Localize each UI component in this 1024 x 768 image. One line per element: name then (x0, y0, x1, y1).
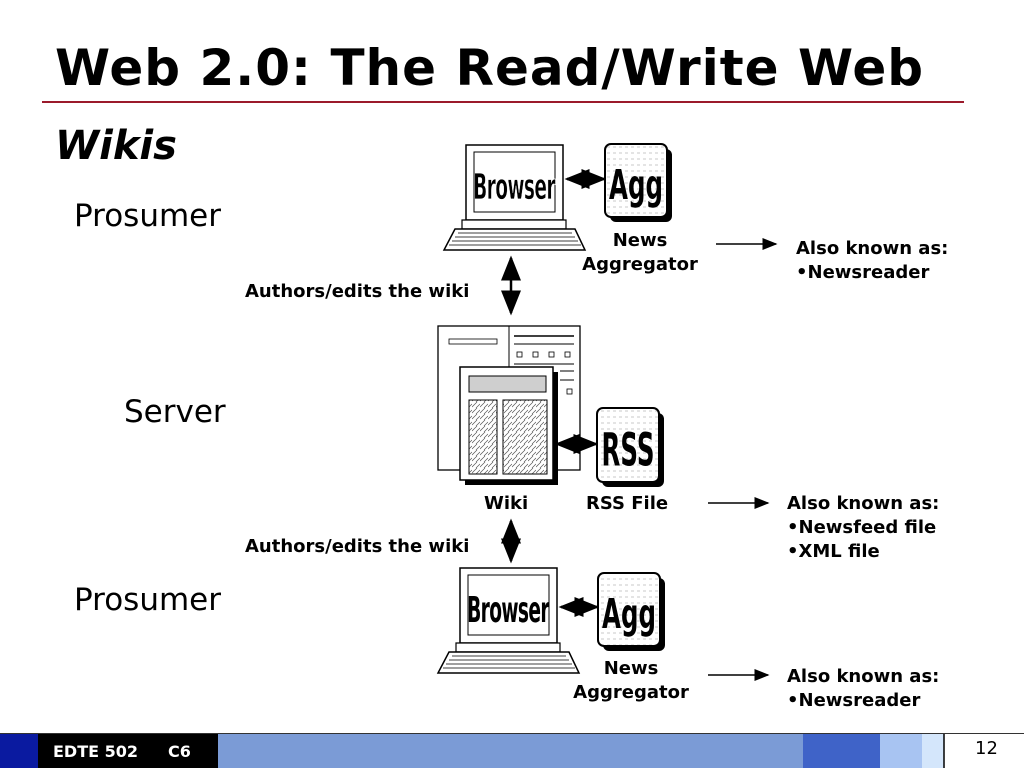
authors-edits-top: Authors/edits the wiki (245, 281, 470, 302)
authors-edits-bottom: Authors/edits the wiki (245, 536, 470, 557)
wiki-caption: Wiki (484, 493, 529, 514)
bottom-agg-caption: News Aggregator (566, 657, 696, 705)
footer-course-name: EDTE 502 (53, 742, 139, 761)
rss-file-caption: RSS File (586, 493, 669, 514)
aka-bottom: Also known as: •Newsreader (787, 665, 939, 713)
footer-course: EDTE 502 C6 (53, 742, 191, 762)
top-browser-label: Browser (473, 165, 556, 208)
top-agg-caption-line1: News (612, 230, 668, 251)
aka-bottom-heading: Also known as: (787, 666, 940, 687)
top-agg-caption: News Aggregator (575, 229, 705, 277)
bottom-agg-caption-line2: Aggregator (573, 682, 689, 703)
wiki-server-icon (437, 325, 581, 485)
aka-middle-heading: Also known as: (787, 493, 940, 514)
role-label-middle: Server (124, 394, 226, 430)
aka-middle-item-1: •Newsfeed file (787, 517, 937, 538)
rss-icon-label: RSS (601, 423, 654, 476)
top-agg-label: Agg (609, 161, 663, 208)
slide-title: Web 2.0: The Read/Write Web (55, 39, 925, 97)
top-laptop-icon: Browser (442, 144, 587, 251)
aka-top: Also known as: •Newsreader (796, 237, 948, 285)
top-agg-icon: Agg (604, 143, 672, 222)
aka-top-heading: Also known as: (796, 238, 949, 259)
bottom-browser-label: Browser (467, 588, 550, 631)
footer-course-code: C6 (168, 742, 191, 761)
footer-bar (0, 734, 1024, 768)
aka-middle: Also known as: •Newsfeed file •XML file (787, 492, 939, 564)
aka-top-item: •Newsreader (796, 262, 930, 283)
slide-subtitle: Wikis (55, 123, 177, 169)
aka-middle-item-2: •XML file (787, 541, 880, 562)
top-agg-caption-line2: Aggregator (582, 254, 698, 275)
role-label-bottom: Prosumer (74, 582, 221, 618)
role-label-top: Prosumer (74, 198, 221, 234)
rss-icon: RSS (596, 407, 664, 487)
title-divider (42, 101, 964, 103)
bottom-agg-label: Agg (602, 590, 656, 637)
aka-bottom-item: •Newsreader (787, 690, 921, 711)
bottom-agg-icon: Agg (597, 572, 665, 651)
page-number: 12 (975, 738, 998, 759)
bottom-laptop-icon: Browser (436, 567, 581, 674)
bottom-agg-caption-line1: News (603, 658, 659, 679)
